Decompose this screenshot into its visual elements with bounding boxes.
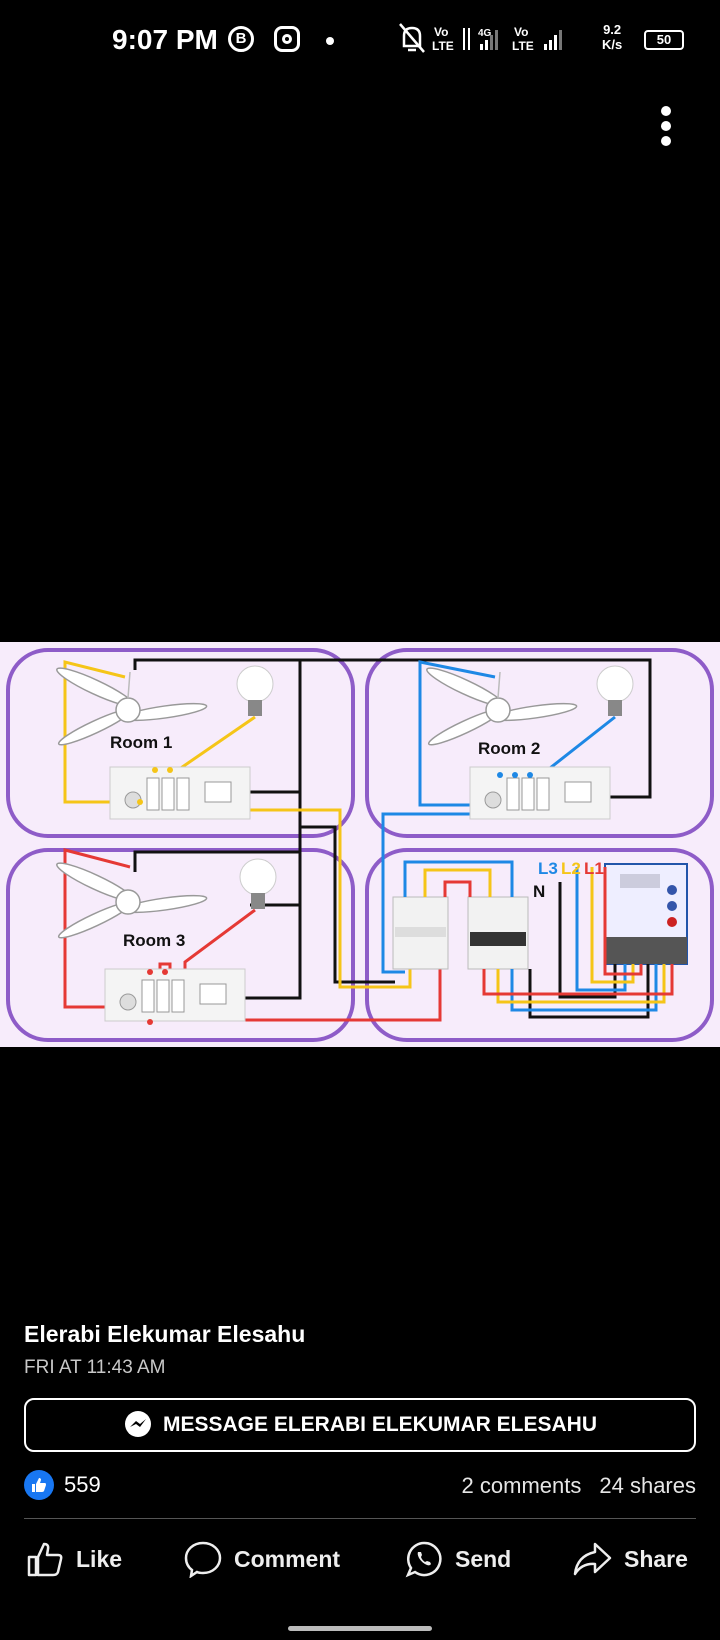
share-count[interactable]: 24 shares — [599, 1473, 696, 1498]
divider — [24, 1518, 696, 1519]
energy-meter — [604, 863, 688, 965]
bell-off-icon — [399, 23, 425, 53]
phase-l2-label: L2 — [561, 859, 581, 878]
svg-text:LTE: LTE — [432, 39, 454, 53]
signal-icons: Vo LTE 4G Vo LTE — [399, 23, 562, 53]
room1-ceiling-fan-icon — [56, 667, 208, 746]
room2-switchboard — [469, 766, 611, 820]
message-author-button[interactable]: MESSAGE ELERABI ELEKUMAR ELESAHU — [24, 1398, 696, 1452]
post-author[interactable]: Elerabi Elekumar Elesahu — [24, 1321, 306, 1347]
b-app-icon: B — [228, 26, 254, 52]
room2-ceiling-fan-icon — [426, 667, 578, 746]
wiring-diagram: Room 1 Room 2 Room 3 L3 L2 L1 N — [6, 648, 714, 1042]
share-icon — [573, 1542, 612, 1576]
clock: 9:07 PM — [112, 24, 218, 55]
comment-button[interactable]: Comment — [184, 1540, 340, 1578]
home-indicator[interactable] — [288, 1626, 432, 1631]
volte-label-1: Vo — [434, 25, 448, 39]
phase-l3-label: L3 — [538, 859, 558, 878]
mains-wires — [482, 867, 674, 1019]
network-speed-unit: K/s — [602, 37, 623, 52]
post-photo[interactable]: Room 1 Room 2 Room 3 L3 L2 L1 N — [0, 642, 720, 1047]
instagram-icon — [274, 26, 300, 52]
like-reaction-icon — [24, 1470, 54, 1500]
network-4g-label: 4G — [478, 28, 492, 39]
reaction-summary[interactable]: 559 — [24, 1470, 101, 1500]
comment-icon — [184, 1541, 222, 1578]
send-button[interactable]: Send — [405, 1540, 511, 1578]
room3-label: Room 3 — [123, 931, 185, 950]
like-icon — [27, 1542, 63, 1577]
messenger-icon — [124, 1411, 151, 1437]
share-button[interactable]: Share — [572, 1540, 688, 1578]
breaker-panel — [392, 860, 529, 970]
room2-bulb-icon — [596, 665, 634, 716]
room3-ceiling-fan-icon — [56, 862, 208, 939]
phase-l1-label: L1 — [584, 859, 604, 878]
network-speed: 9.2 K/s — [602, 22, 622, 52]
volte-label-2: Vo — [514, 25, 528, 39]
like-button[interactable]: Like — [26, 1540, 122, 1578]
network-speed-value: 9.2 — [603, 22, 622, 37]
message-button-label: MESSAGE ELERABI ELEKUMAR ELESAHU — [162, 1413, 598, 1436]
room2-panel — [365, 648, 714, 838]
like-count: 559 — [64, 1472, 101, 1497]
signal-strength-icon-2 — [544, 30, 562, 50]
room1-label: Room 1 — [110, 733, 172, 752]
action-bar: Like Comment Send Share — [0, 1540, 720, 1590]
more-options-icon[interactable] — [660, 106, 672, 152]
room1-panel — [6, 648, 355, 838]
post-timestamp: FRI AT 11:43 AM — [24, 1357, 166, 1378]
battery-indicator: 50 — [644, 30, 684, 50]
data-arrows-icon — [463, 28, 470, 50]
status-bar: 9:07 PM B Vo LTE 4G Vo LTE 9.2 K/s 50 — [0, 0, 720, 80]
send-label: Send — [455, 1545, 512, 1572]
room3-switchboard — [104, 968, 246, 1025]
comment-label: Comment — [234, 1545, 341, 1572]
signal-strength-icon-1 — [480, 30, 498, 50]
share-label: Share — [624, 1545, 688, 1572]
svg-text:LTE: LTE — [512, 39, 534, 53]
room3-bulb-icon — [239, 858, 277, 909]
room1-switchboard — [109, 766, 251, 820]
whatsapp-icon — [405, 1541, 442, 1578]
like-label: Like — [76, 1545, 123, 1572]
comment-count[interactable]: 2 comments — [461, 1473, 582, 1498]
room2-label: Room 2 — [478, 739, 540, 758]
distribution-panel — [365, 848, 714, 1042]
neutral-label: N — [533, 882, 545, 901]
notification-dot-icon — [326, 37, 334, 45]
room1-bulb-icon — [236, 665, 274, 716]
room3-panel — [6, 848, 355, 1042]
engagement-counts[interactable]: 2 comments 24 shares — [462, 1473, 696, 1499]
